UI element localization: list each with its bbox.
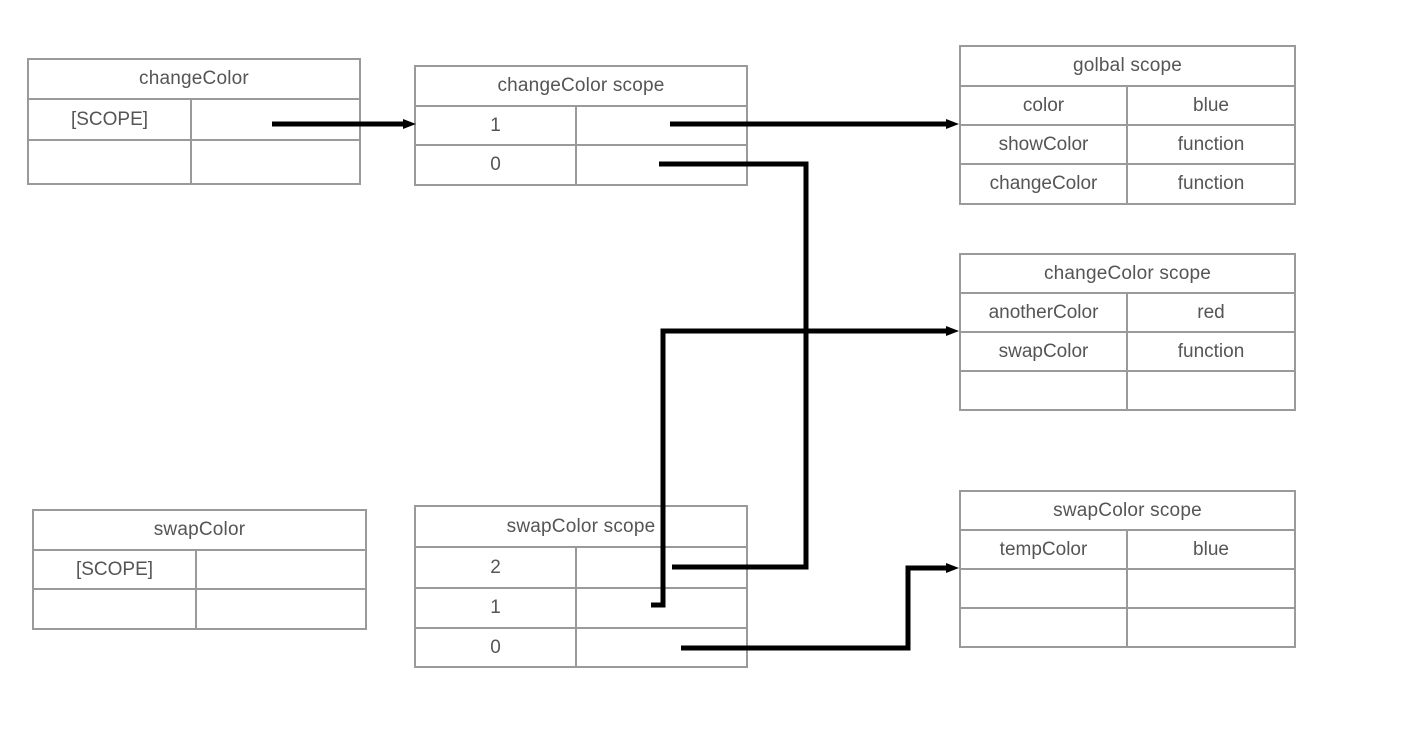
cell-value (1128, 570, 1294, 607)
table-row: 0 (416, 146, 746, 184)
cell-key: tempColor (961, 531, 1128, 568)
table-header-row: swapColor scope (416, 507, 746, 548)
table-row: [SCOPE] (34, 551, 365, 590)
table-row (29, 141, 359, 183)
table-row: 1 (416, 589, 746, 629)
cell-key (29, 141, 192, 183)
table-header-row: changeColor scope (416, 67, 746, 107)
table-title: swapColor scope (506, 515, 656, 537)
table-row (961, 609, 1294, 646)
table-header-row: golbal scope (961, 47, 1294, 87)
cell-key: 1 (416, 107, 577, 144)
cell-value: blue (1193, 94, 1229, 116)
cell-key: [SCOPE] (34, 551, 197, 588)
cell-key: 1 (416, 589, 577, 627)
table-changeColor-scope-object: changeColor scope anotherColor red swapC… (959, 253, 1296, 411)
cell-value (577, 548, 746, 587)
cell-value (577, 629, 746, 666)
cell-value (192, 141, 359, 183)
cell-key: anotherColor (961, 294, 1128, 331)
table-header-row: swapColor scope (961, 492, 1294, 531)
table-title: golbal scope (1072, 55, 1183, 76)
cell-value (197, 551, 365, 588)
cell-value (577, 107, 746, 144)
table-title: changeColor scope (1043, 262, 1212, 284)
cell-value: function (1177, 133, 1245, 155)
table-global-scope: golbal scope color blue showColor functi… (959, 45, 1296, 205)
cell-key: 0 (416, 629, 577, 666)
connector-chain0-to-changeColor-scope (659, 161, 959, 336)
cell-value: function (1177, 173, 1245, 194)
cell-value: red (1197, 301, 1225, 323)
table-row (961, 372, 1294, 409)
table-row: swapColor function (961, 333, 1294, 372)
table-title: swapColor scope (1053, 499, 1202, 521)
table-swapColor-function: swapColor [SCOPE] (32, 509, 367, 630)
table-row: 1 (416, 107, 746, 146)
table-row (961, 570, 1294, 609)
table-header-row: changeColor (29, 60, 359, 100)
table-changeColor-function: changeColor [SCOPE] (27, 58, 361, 185)
cell-value (577, 146, 746, 184)
cell-value (1128, 609, 1294, 646)
table-row: 2 (416, 548, 746, 589)
cell-key (961, 570, 1128, 607)
cell-key: [SCOPE] (29, 100, 192, 139)
table-title: swapColor (153, 519, 246, 540)
cell-value (192, 100, 359, 139)
table-row: color blue (961, 87, 1294, 126)
table-changeColor-scope-chain: changeColor scope 1 0 (414, 65, 748, 186)
cell-key: color (961, 87, 1128, 124)
table-row: [SCOPE] (29, 100, 359, 141)
table-header-row: changeColor scope (961, 255, 1294, 294)
table-title: changeColor scope (497, 75, 665, 96)
cell-value (197, 590, 365, 628)
table-header-row: swapColor (34, 511, 365, 551)
table-row: anotherColor red (961, 294, 1294, 333)
table-row: showColor function (961, 126, 1294, 165)
table-row: 0 (416, 629, 746, 666)
cell-key: changeColor (961, 165, 1128, 203)
cell-value (577, 589, 746, 627)
table-row: tempColor blue (961, 531, 1294, 570)
cell-key: 0 (416, 146, 577, 184)
table-swapColor-scope-chain: swapColor scope 2 1 0 (414, 505, 748, 668)
cell-value: blue (1193, 538, 1229, 560)
cell-value: function (1177, 340, 1245, 362)
cell-key: 2 (416, 548, 577, 587)
cell-value (1128, 372, 1294, 409)
table-swapColor-scope-object: swapColor scope tempColor blue (959, 490, 1296, 648)
cell-key: showColor (961, 126, 1128, 163)
table-row (34, 590, 365, 628)
cell-key (961, 372, 1128, 409)
table-title: changeColor (139, 68, 249, 89)
cell-key (961, 609, 1128, 646)
cell-key: swapColor (961, 333, 1128, 370)
table-row: changeColor function (961, 165, 1294, 203)
cell-key (34, 590, 197, 628)
